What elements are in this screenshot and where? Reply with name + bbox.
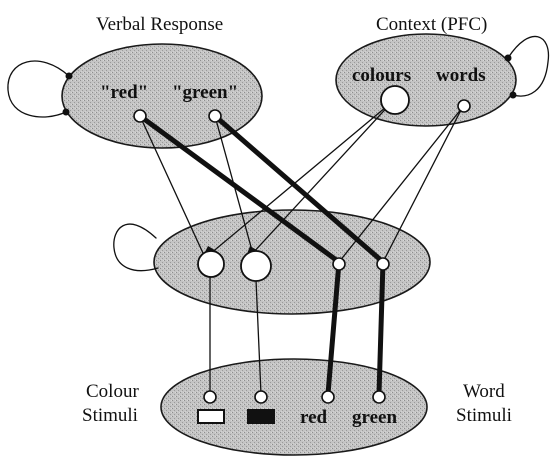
hidden-colour-unit-1 — [197, 250, 225, 278]
context-recurrent-loop — [504, 36, 550, 99]
verbal-recurrent-loop — [7, 60, 73, 118]
stimulus-colour-unit-1 — [203, 390, 217, 404]
colour-swatch-dark — [247, 409, 275, 424]
context-unit-colours — [380, 85, 410, 115]
context-title: Context (PFC) — [376, 14, 487, 35]
stimulus-word-unit-green — [372, 390, 386, 404]
context-words-label: words — [436, 65, 486, 86]
hidden-recurrent-loop — [113, 223, 159, 272]
colour-stimuli-label-line1: Colour — [86, 381, 139, 402]
stimulus-colour-unit-2 — [254, 390, 268, 404]
verbal-red-label: "red" — [100, 82, 148, 103]
verbal-response-title: Verbal Response — [96, 14, 223, 35]
context-unit-words — [457, 99, 471, 113]
thin-connections — [139, 101, 463, 395]
word-stimuli-label-line2: Stimuli — [456, 405, 512, 426]
thick-connections — [137, 113, 386, 397]
stimulus-green-label: green — [352, 407, 397, 428]
verbal-green-label: "green" — [172, 82, 238, 103]
stimulus-layer — [160, 358, 428, 456]
verbal-unit-green — [208, 109, 222, 123]
colour-swatch-light — [197, 409, 225, 424]
context-colours-label: colours — [352, 65, 411, 86]
stimulus-red-label: red — [300, 407, 328, 428]
stimulus-word-unit-red — [321, 390, 335, 404]
hidden-colour-unit-2 — [240, 250, 272, 282]
colour-stimuli-label-line2: Stimuli — [82, 405, 138, 426]
verbal-unit-red — [133, 109, 147, 123]
hidden-word-unit-green — [376, 257, 390, 271]
hidden-word-unit-red — [332, 257, 346, 271]
word-stimuli-label-line1: Word — [463, 381, 505, 402]
